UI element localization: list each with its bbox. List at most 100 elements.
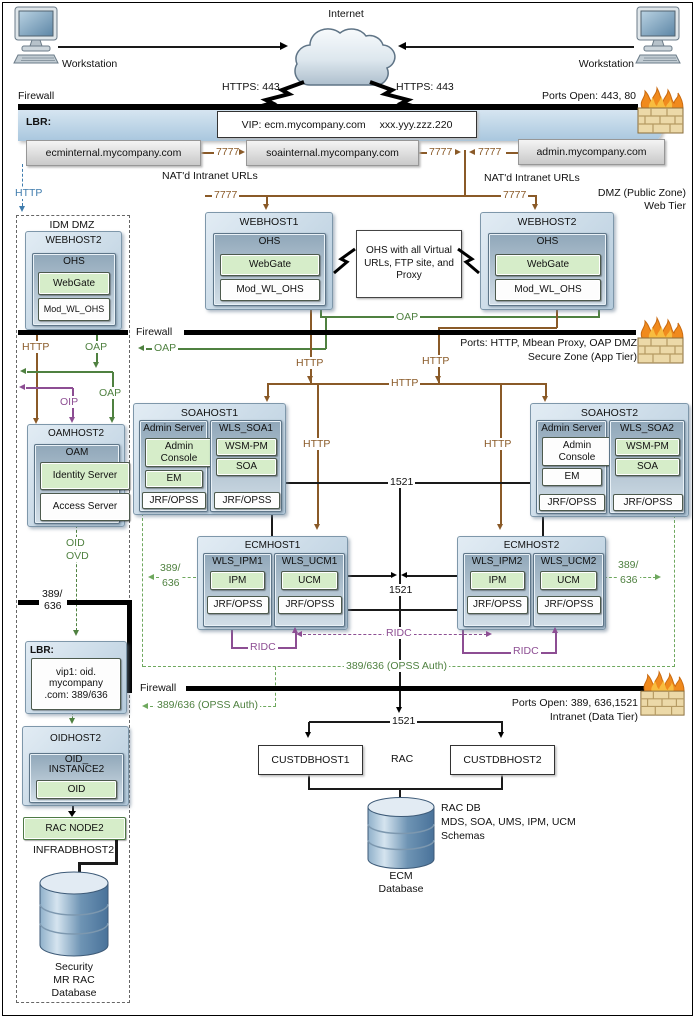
custdb1-down	[308, 773, 310, 790]
oamhost2: OAMHOST2 OAM Identity Server Access Serv…	[27, 424, 130, 527]
oap-v2	[598, 307, 600, 317]
http-to-soa1	[267, 384, 269, 397]
ecmhost1-title: ECMHOST1	[244, 540, 301, 551]
soahost1-wls-title: WLS_SOA1	[219, 423, 273, 434]
ecmhost2-ipm-jrf: JRF/OPSS	[467, 596, 528, 614]
rac-db-schemas-label: RAC DB MDS, SOA, UMS, IPM, UCM Schemas	[441, 801, 611, 843]
soahost2-soa: SOA	[615, 458, 680, 476]
url-ecminternal: ecminternal.mycompany.com	[26, 140, 201, 166]
ridc2-h	[462, 652, 556, 654]
secdb-elbow-h	[78, 862, 118, 865]
idm-ohs-box: OHS WebGate Mod_WL_OHS	[32, 253, 116, 326]
soa1-ecm1-line	[271, 513, 273, 536]
ecm-db-label: ECM Database	[358, 870, 444, 896]
oid-component: OID	[36, 780, 117, 799]
oam-title: OAM	[65, 447, 89, 458]
idm-dmz-label: IDM DMZ	[49, 219, 95, 231]
security-db-label: Security MR RAC Database	[30, 961, 118, 1000]
dmz-zone-label: DMZ (Public Zone)	[597, 187, 686, 199]
opss-bus-label: 389/636 (OPSS Auth)	[344, 660, 449, 672]
firewall1-icon	[637, 86, 684, 134]
opss-into-idm-label: 389/636 (OPSS Auth)	[155, 699, 260, 711]
ecmhost1-ucm: UCM	[281, 571, 338, 590]
rac-db-line2: MDS, SOA, UMS, IPM, UCM	[441, 816, 576, 828]
soahost2-wls-soa2: WLS_SOA2 WSM-PM SOA JRF/OPSS	[609, 420, 685, 514]
soahost2-admin-server-title: Admin Server	[541, 423, 602, 434]
oap-label-mid: OAP	[394, 311, 421, 323]
http-blue-line	[22, 164, 23, 206]
webhost2: WEBHOST2 OHS WebGate Mod_WL_OHS	[480, 212, 614, 310]
webhost2-feed	[535, 196, 537, 204]
soahost1-admin-server: Admin Server Admin Console EM JRF/OPSS	[139, 420, 213, 512]
center-db-line	[399, 484, 401, 708]
firewall3-zone-label: Intranet (Data Tier)	[549, 711, 638, 723]
rac-label: RAC	[391, 753, 414, 765]
ridc2-v2	[555, 633, 557, 654]
firewall3-ports-label: Ports Open: 389, 636,1521	[511, 697, 638, 709]
webhost2-mod-wl-ohs: Mod_WL_OHS	[495, 279, 601, 301]
soahost1-wls-jrf: JRF/OPSS	[214, 492, 280, 509]
webhost2-http-drop-h	[438, 327, 557, 329]
ohs-note-box: OHS with all Virtual URLs, FTP site, and…	[356, 230, 462, 298]
rac-node2: RAC NODE2	[23, 817, 126, 840]
ridc2-v1	[462, 628, 464, 654]
soahost1-admin-server-title: Admin Server	[143, 423, 204, 434]
arrow-ridc1-up	[292, 627, 298, 633]
soahost2-wls-title: WLS_SOA2	[620, 423, 674, 434]
oap-v1	[320, 307, 322, 317]
rac-db-line3: Schemas	[441, 830, 485, 842]
firewall2-ports-label: Ports: HTTP, Mbean Proxy, OAP DMZ	[460, 337, 637, 349]
ecm-db-line1: ECM	[389, 870, 413, 882]
webhost2-ohs-box: OHS WebGate Mod_WL_OHS	[488, 233, 607, 306]
webhost1-webgate: WebGate	[220, 254, 320, 276]
custdbhost1: CUSTDBHOST1	[258, 745, 363, 775]
port7777-label-right: 7777	[501, 189, 529, 201]
arrow-http-wh2	[435, 376, 441, 382]
vip-ip: xxx.yyy.zzz.220	[379, 118, 453, 131]
firewall1-label: Firewall	[18, 90, 55, 102]
ridc-cross-label: RIDC	[384, 627, 414, 639]
label-1521-ecm: 1521	[387, 584, 415, 596]
ridc1-v1	[231, 628, 233, 649]
arrow-idm-oap-left	[20, 368, 26, 374]
firewall2-line	[184, 330, 636, 335]
lbr2-vip-line2: mycompany	[49, 678, 103, 690]
ldap-left-636: 636	[160, 577, 182, 589]
oid-ovd-line	[76, 525, 77, 631]
soahost2-wls-jrf: JRF/OPSS	[613, 494, 683, 511]
ecmhost1-wls-ipm1: WLS_IPM1 IPM JRF/OPSS	[203, 553, 272, 627]
arrow-oidhost-racnode	[68, 811, 76, 817]
oam-box: OAM Identity Server Access Server	[34, 444, 130, 524]
arrow-ecm2-center	[401, 572, 407, 578]
ecm-cross-line2	[346, 609, 457, 611]
http-label-ecm1: HTTP	[301, 438, 333, 450]
vip-host: VIP: ecm.mycompany.com	[241, 118, 366, 131]
port7777-label-b: 7777	[429, 146, 453, 158]
webhost1-title: WEBHOST1	[239, 216, 299, 228]
http-label-wh1: HTTP	[294, 357, 326, 369]
arrow-7777-c	[469, 149, 475, 155]
http-label-ecm2: HTTP	[482, 438, 514, 450]
webhost1-ohs-box: OHS WebGate Mod_WL_OHS	[213, 233, 326, 306]
webhost2-http-drop-v	[556, 307, 558, 328]
arrow-ridc2-up	[552, 627, 558, 633]
arrow-idm-oap	[93, 362, 99, 368]
ecmhost2-wls-ucm2: WLS_UCM2 UCM JRF/OPSS	[533, 553, 604, 627]
rac-db-line1: RAC DB	[441, 802, 481, 814]
soahost2-title: SOAHOST2	[580, 407, 639, 419]
arrow-http-soa1	[264, 396, 270, 402]
arrow-custdb2	[498, 732, 504, 738]
arrow-idm-oip	[69, 417, 75, 423]
access-server: Access Server	[40, 493, 130, 521]
workstation-left-label: Workstation	[62, 58, 118, 70]
ecmhost1-ipm-jrf: JRF/OPSS	[207, 596, 269, 614]
workstation-right-label: Workstation	[578, 58, 634, 70]
workstation-right-line	[406, 46, 634, 48]
http-to-ecm1	[317, 384, 319, 525]
arrow-opss-into-idm	[142, 703, 148, 709]
soahost2-admin-console: Admin Console	[542, 437, 612, 466]
port7777-label-c: 7777	[478, 146, 502, 158]
lbr2-box: LBR: vip1: oid. mycompany .com: 389/636	[25, 641, 127, 714]
arrow-lbr2-oidhost	[69, 718, 75, 724]
idm-oip-h	[26, 387, 73, 389]
